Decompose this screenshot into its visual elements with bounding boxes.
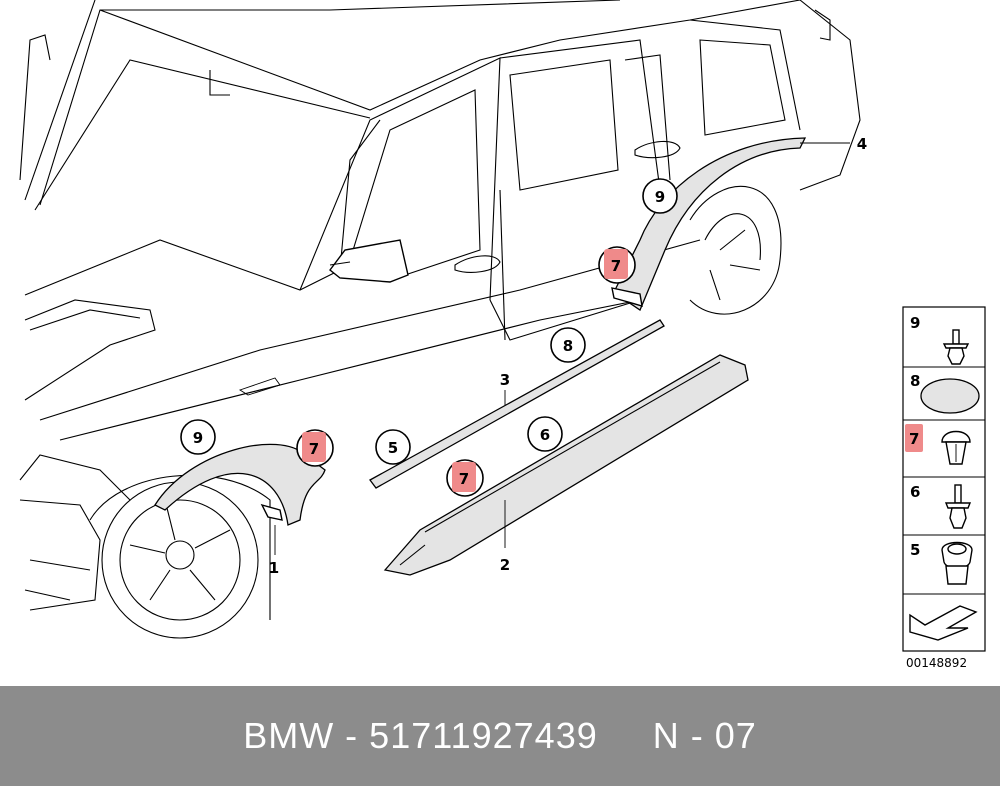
svg-text:4: 4	[857, 135, 867, 153]
legend-label-8: 8	[910, 372, 920, 390]
parts-diagram: 9 7 1 5 3 8 6 7 2 9 7 4	[19, 0, 986, 670]
legend-label-5: 5	[910, 541, 920, 559]
leader-lines	[274, 142, 850, 555]
round-pad-icon	[920, 378, 980, 414]
svg-text:6: 6	[540, 426, 550, 444]
svg-text:7: 7	[459, 470, 469, 488]
screw-clip-icon	[944, 484, 972, 529]
svg-text:1: 1	[269, 559, 279, 577]
parts-legend: 9 8 7 6 5	[902, 306, 986, 652]
sill-strip	[369, 319, 665, 489]
rear-wheel-arch-trim	[614, 137, 807, 311]
callout-1: 1	[269, 559, 279, 577]
footer-bar: BMW - 51711927439 N - 07	[0, 686, 1000, 786]
callout-7-rear: 7	[598, 246, 636, 284]
svg-text:5: 5	[388, 439, 398, 457]
callout-6: 6	[527, 416, 563, 452]
nut-clip-icon	[941, 541, 973, 585]
svg-text:9: 9	[193, 429, 203, 447]
callout-3: 3	[500, 371, 510, 389]
part-number-caption: BMW - 51711927439 N - 07	[243, 715, 757, 756]
svg-text:7: 7	[611, 257, 621, 275]
callout-4: 4	[857, 135, 867, 153]
svg-text:7: 7	[309, 440, 319, 458]
callout-8: 8	[550, 327, 586, 363]
callout-7-sill: 7	[446, 459, 484, 497]
svg-text:2: 2	[500, 556, 510, 574]
front-wheel-arch-trim	[154, 443, 326, 526]
svg-text:8: 8	[563, 337, 573, 355]
callout-9-front: 9	[180, 419, 216, 455]
screw-clip-icon	[942, 329, 970, 365]
legend-label-9: 9	[910, 314, 920, 332]
svg-text:3: 3	[500, 371, 510, 389]
legend-label-6: 6	[910, 483, 920, 501]
callout-9-rear: 9	[642, 178, 678, 214]
direction-arrow-icon	[909, 605, 978, 641]
callout-7-front: 7	[296, 429, 334, 467]
legend-highlight	[905, 424, 923, 452]
svg-text:9: 9	[655, 188, 665, 206]
vehicle-illustration: 9 7 1 5 3 8 6 7 2 9 7 4	[19, 0, 986, 652]
legend-label-7: 7	[909, 430, 919, 448]
callout-5: 5	[375, 429, 411, 465]
diagram-number: 00148892	[906, 656, 968, 670]
expanding-rivet-icon	[941, 430, 971, 465]
rocker-panel	[383, 354, 749, 576]
callout-2: 2	[500, 556, 510, 574]
